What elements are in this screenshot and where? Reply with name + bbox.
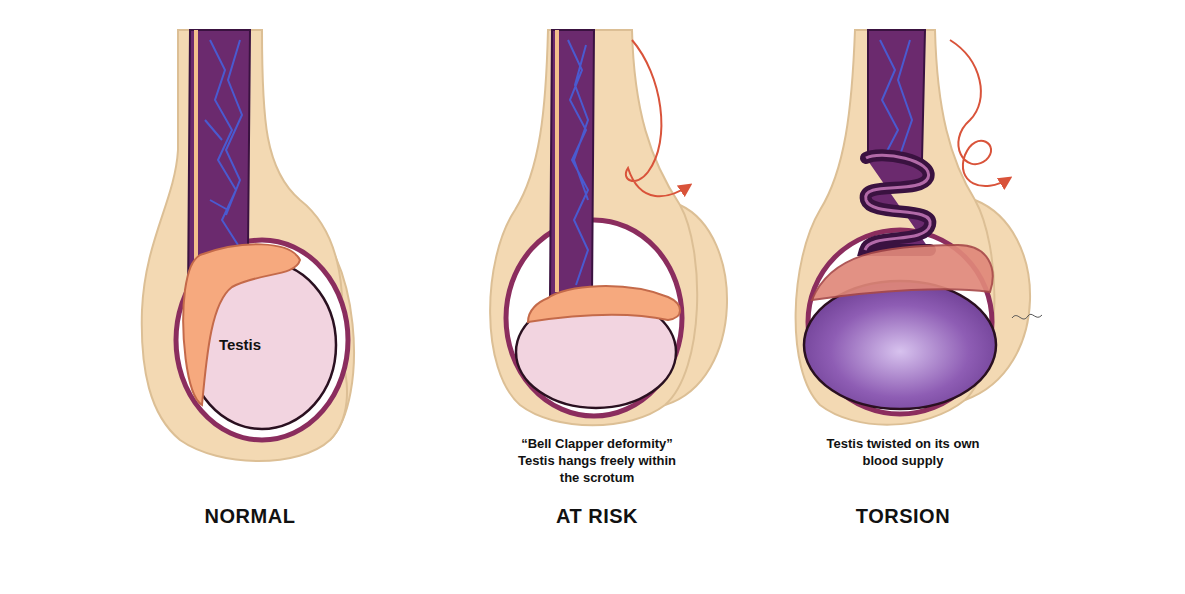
veins bbox=[880, 40, 912, 155]
scrotum-skin bbox=[142, 30, 347, 461]
torsion-figure bbox=[796, 30, 1042, 425]
veins bbox=[568, 40, 588, 285]
panel-heading: TORSION bbox=[856, 505, 950, 528]
tunica-vaginalis bbox=[506, 220, 682, 416]
veins bbox=[205, 40, 242, 245]
epididymis bbox=[812, 245, 993, 300]
scrotum-skin bbox=[490, 30, 697, 425]
panel-heading: NORMAL bbox=[205, 505, 296, 528]
tunica-vaginalis bbox=[176, 240, 348, 440]
epididymis bbox=[528, 286, 680, 322]
epididymis bbox=[183, 244, 300, 405]
rotation-arrow bbox=[626, 40, 690, 196]
vas-deferens bbox=[194, 30, 198, 290]
caption-text: Testis twisted on its own blood supply bbox=[819, 436, 987, 470]
testis-ischemic bbox=[804, 281, 996, 409]
caption-text: “Bell Clapper deformity” Testis hangs fr… bbox=[508, 436, 686, 487]
part-label: Testis bbox=[219, 336, 261, 353]
spermatic-cord bbox=[550, 30, 594, 298]
spermatic-cord bbox=[868, 30, 925, 160]
rotation-arrow bbox=[950, 40, 1010, 186]
twisted-cord bbox=[865, 155, 930, 250]
artist-signature bbox=[1012, 314, 1042, 319]
twisted-cord-highlight bbox=[865, 155, 930, 250]
panel-heading: AT RISK bbox=[556, 505, 638, 528]
at-risk-figure bbox=[490, 30, 727, 425]
vas-deferens bbox=[555, 30, 559, 292]
normal-figure bbox=[142, 30, 354, 461]
